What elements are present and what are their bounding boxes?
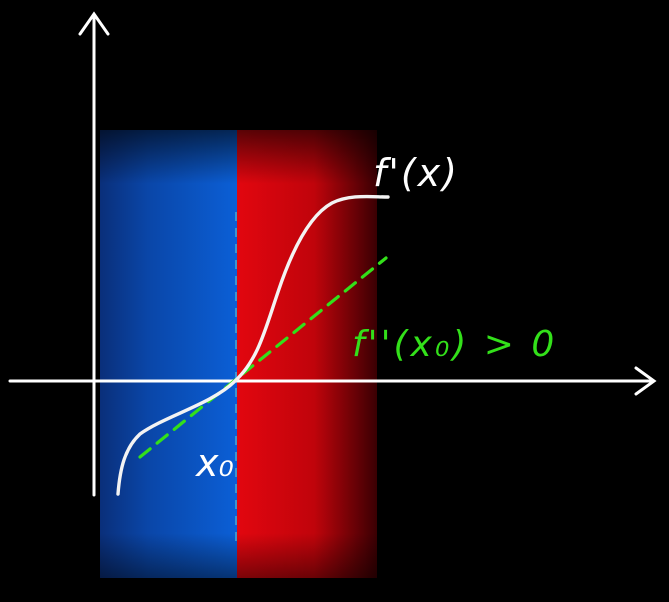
x-axis-arrowhead xyxy=(634,366,657,396)
axes xyxy=(8,11,657,497)
region-vertical-fade xyxy=(100,130,377,578)
function-label: f'(x) xyxy=(373,151,459,195)
derivative-curve xyxy=(116,194,390,496)
tangent-line xyxy=(138,256,388,459)
second-derivative-label: f''(x₀) > 0 xyxy=(352,324,557,365)
x0-label: x₀ xyxy=(195,441,234,485)
y-axis-arrowhead xyxy=(78,11,110,36)
